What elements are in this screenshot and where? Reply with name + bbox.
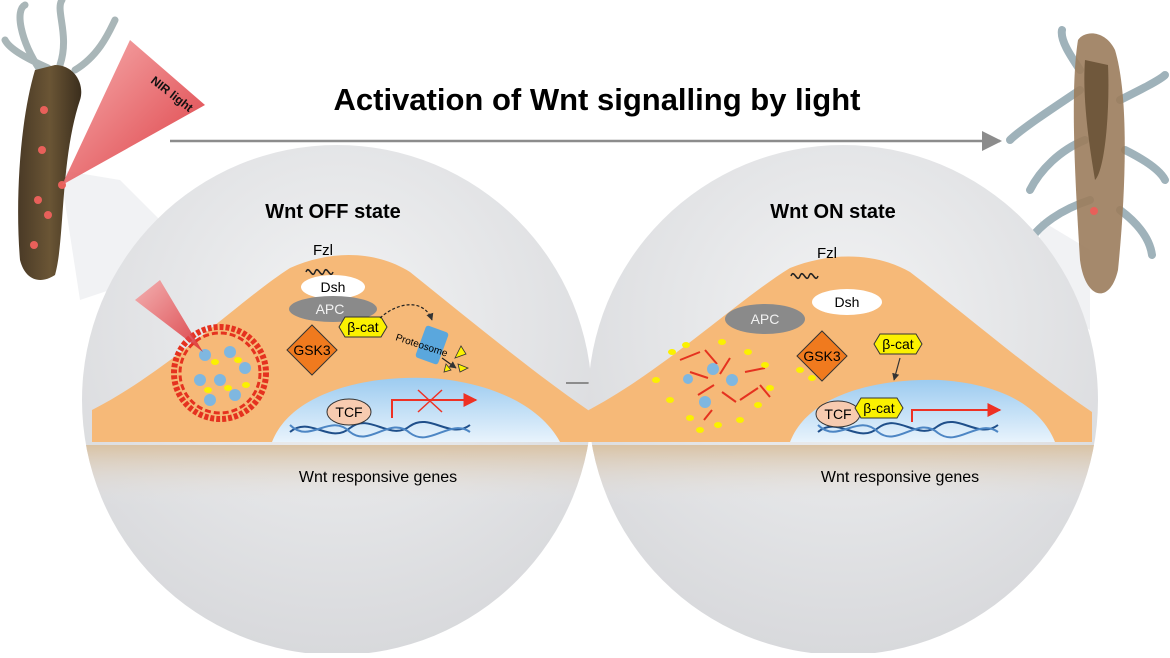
fzl-label-off: Fzl: [313, 242, 333, 259]
bcat-label-off: β-cat: [347, 319, 379, 335]
tcf-label-off: TCF: [335, 404, 362, 420]
proteosome: [415, 325, 449, 365]
dsh-off: [301, 275, 365, 299]
bcat-off: [338, 316, 388, 338]
bcat-translocation-arrow: [892, 357, 901, 381]
apc-label-on: APC: [751, 311, 780, 327]
bcat-label-on: β-cat: [882, 336, 914, 352]
tcf-off: [326, 398, 372, 426]
block-cross: [417, 389, 443, 413]
bcat-bound-on: [854, 397, 904, 419]
fzl-receptor-on: [790, 273, 819, 279]
main-title: Activation of Wnt signalling by light: [334, 82, 861, 117]
panel-wnt-off: Wnt OFF state Fzl Dsh APC β-cat GSK3 Pro…: [82, 145, 592, 655]
apc-off: [289, 296, 377, 322]
transcription-arrow-on: [911, 403, 1002, 422]
dsh-label-off: Dsh: [321, 279, 346, 295]
fzl-label-on: Fzl: [817, 245, 837, 262]
fragment-triangle-3: [443, 363, 452, 373]
released-particles-on: [652, 339, 816, 433]
bcat-bound-label-on: β-cat: [863, 400, 895, 416]
fragment-triangle-2: [457, 363, 469, 373]
gsk3-label-off: GSK3: [293, 342, 331, 358]
dsh-label-on: Dsh: [835, 294, 860, 310]
fragment-triangle-1: [454, 345, 467, 359]
gsk3-on: [796, 330, 848, 382]
degradation-path: [379, 304, 434, 321]
state-title-off: Wnt OFF state: [265, 201, 401, 223]
dna-on: [817, 420, 999, 439]
tcf-label-on: TCF: [824, 406, 851, 422]
genes-label-on: Wnt responsive genes: [821, 469, 979, 486]
transcription-arrow-off: [391, 393, 478, 418]
nanoparticle-cage-off: [171, 324, 269, 422]
hydra-left: [1, 0, 119, 280]
fzl-receptor-off: [305, 269, 334, 275]
dsh-on: [812, 289, 882, 315]
dna-off: [289, 420, 471, 439]
apc-on: [725, 304, 805, 334]
panel-wnt-on: Wnt ON state Fzl Dsh APC GSK3 β-cat: [585, 145, 1098, 655]
state-title-on: Wnt ON state: [770, 201, 896, 223]
hydra-right: [1006, 26, 1169, 294]
apc-label-off: APC: [316, 301, 345, 317]
gsk3-label-on: GSK3: [803, 348, 841, 364]
nir-cone-cell: [135, 280, 203, 352]
bcat-free-on: [873, 333, 923, 355]
gsk3-off: [286, 324, 338, 376]
genes-label-off: Wnt responsive genes: [299, 469, 457, 486]
nucleus-off: [272, 377, 560, 442]
